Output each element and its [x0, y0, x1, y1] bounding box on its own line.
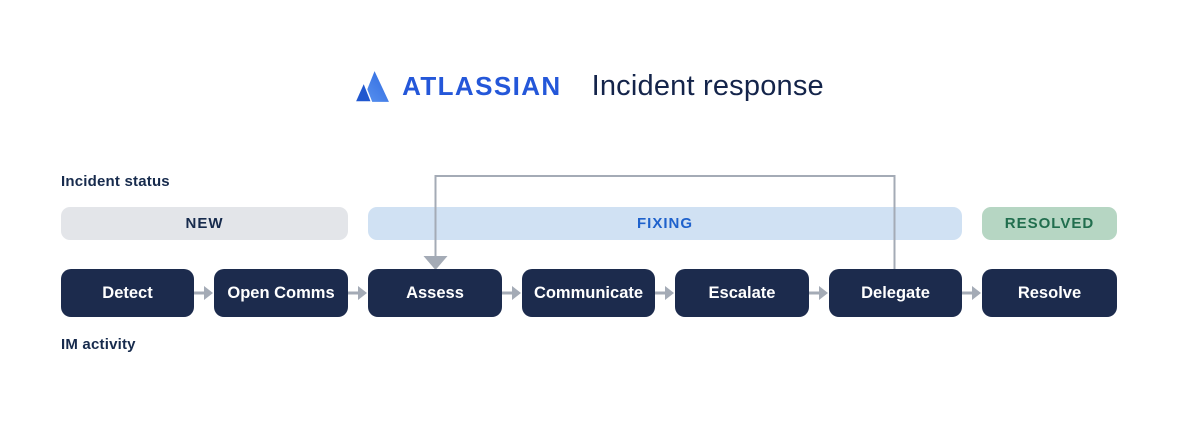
step-open-comms: Open Comms	[214, 269, 348, 317]
step-detect-label: Detect	[102, 283, 153, 302]
arrow-right-icon	[809, 269, 829, 317]
step-detect: Detect	[61, 269, 194, 317]
status-bar-resolved: RESOLVED	[982, 207, 1117, 240]
brand-wordmark: ATLASSIAN	[402, 70, 562, 101]
arrow-right-icon	[655, 269, 675, 317]
step-delegate-label: Delegate	[861, 283, 930, 302]
step-escalate-label: Escalate	[708, 283, 776, 302]
status-bar-resolved-label: RESOLVED	[1004, 215, 1095, 232]
status-bar-new: NEW	[61, 207, 348, 240]
arrow-right-icon	[962, 269, 982, 317]
step-resolve-label: Resolve	[1017, 283, 1082, 302]
step-delegate: Delegate	[829, 269, 962, 317]
step-assess: Assess	[368, 269, 502, 317]
status-bar-fixing-label: FIXING	[636, 215, 693, 232]
step-communicate: Communicate	[522, 269, 655, 317]
header: ATLASSIAN Incident response	[0, 66, 1178, 106]
arrow-right-icon	[194, 269, 214, 317]
status-bar-new-label: NEW	[185, 215, 224, 232]
step-open-comms-label: Open Comms	[227, 283, 335, 302]
im-activity-label: IM activity	[61, 336, 136, 353]
arrowhead-down-icon	[423, 256, 448, 270]
page-title: Incident response	[591, 69, 824, 102]
arrow-right-icon	[348, 269, 368, 317]
step-assess-label: Assess	[406, 283, 464, 302]
incident-status-label: Incident status	[61, 173, 170, 190]
step-resolve: Resolve	[982, 269, 1117, 317]
arrow-right-icon	[502, 269, 522, 317]
status-bar-fixing: FIXING	[368, 207, 962, 240]
step-communicate-label: Communicate	[533, 283, 644, 302]
step-escalate: Escalate	[675, 269, 809, 317]
atlassian-logo-icon	[354, 68, 391, 105]
